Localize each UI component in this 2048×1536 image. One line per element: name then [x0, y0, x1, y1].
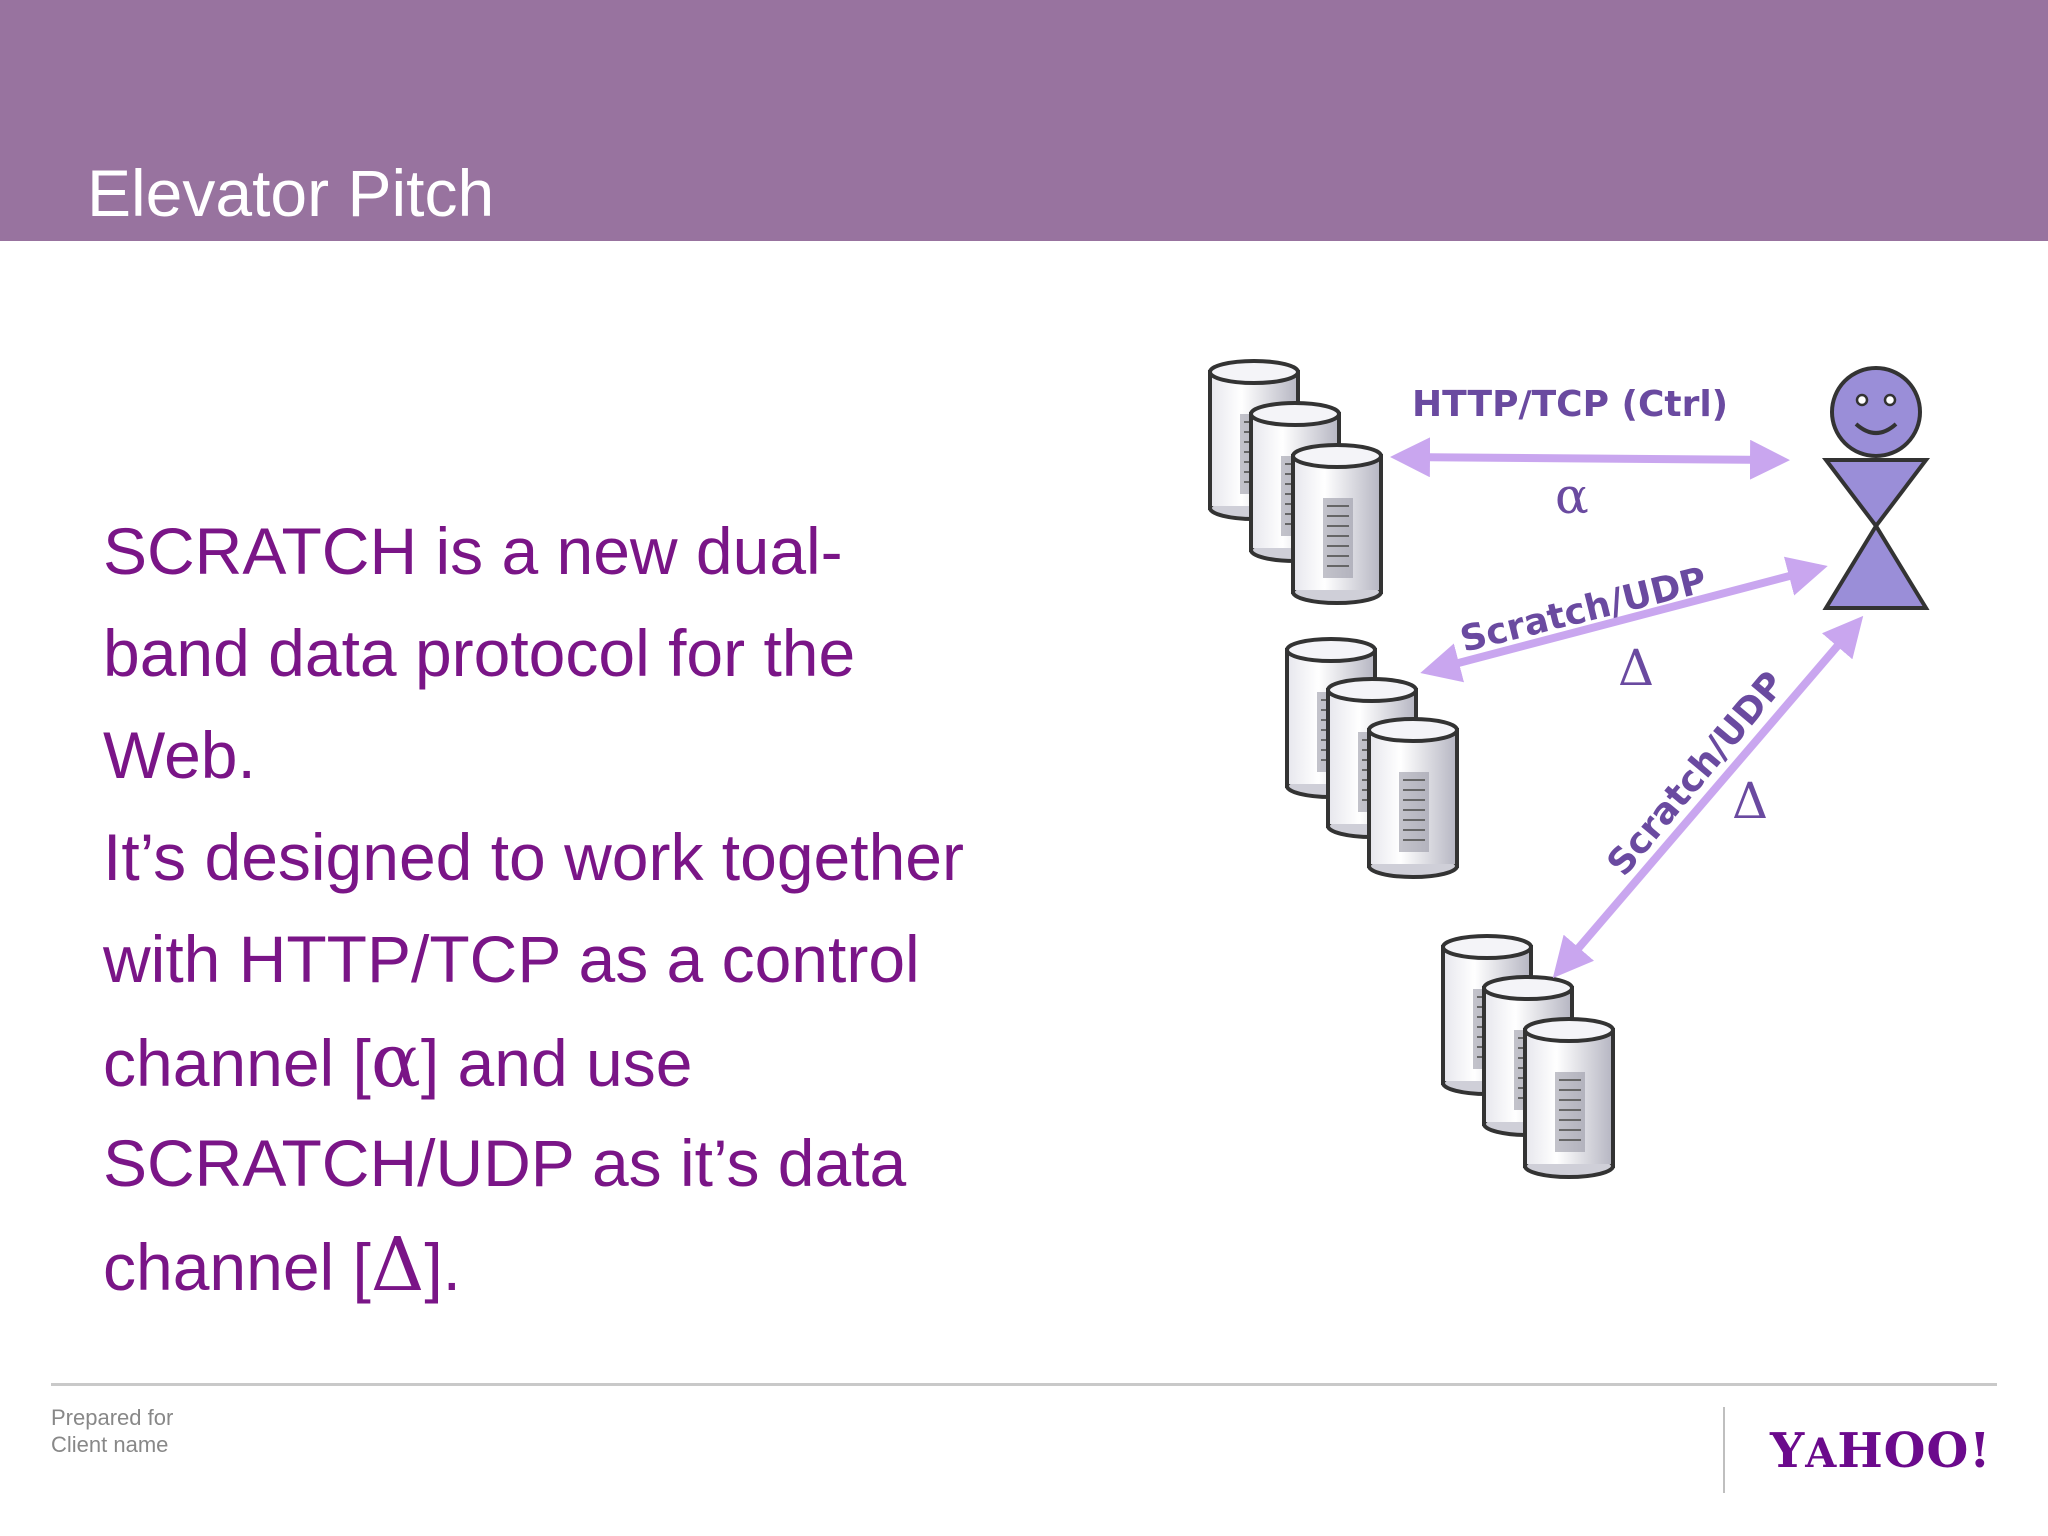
body-line-8: channel [Δ].	[103, 1214, 1063, 1316]
title-bar: Elevator Pitch	[0, 0, 2048, 241]
delta-arrow-symbol-lower: Δ	[1732, 772, 1768, 830]
body-line-3: Web.	[103, 718, 256, 792]
body-text: SCRATCH is a new dual- band data protoco…	[103, 500, 1063, 1316]
body-line-2: band data protocol for the	[103, 616, 856, 690]
server-stack-middle-icon	[1285, 637, 1459, 879]
footer-vertical-divider	[1723, 1407, 1725, 1493]
protocol-diagram: HTTP/TCP (Ctrl) α Scratch/UDP Δ Scratch/…	[1208, 359, 1931, 1179]
line8-suffix: ].	[424, 1230, 462, 1304]
footer-divider	[51, 1383, 1997, 1386]
slide-title: Elevator Pitch	[87, 156, 495, 230]
server-stack-top-icon	[1208, 359, 1383, 605]
body-line-1: SCRATCH is a new dual-	[103, 514, 843, 588]
scratch-udp-arrow-lower	[1552, 615, 1864, 979]
http-tcp-arrow	[1390, 437, 1790, 480]
delta-symbol: Δ	[370, 1222, 425, 1308]
alpha-arrow-symbol: α	[1555, 467, 1589, 525]
body-line-6: channel [α] and use	[103, 1010, 1063, 1112]
logo-rest: HOO!	[1837, 1423, 1992, 1479]
body-line-5: with HTTP/TCP as a control	[103, 922, 920, 996]
logo-a: A	[1805, 1430, 1838, 1477]
body-line-7: SCRATCH/UDP as it’s data	[103, 1126, 907, 1200]
yahoo-logo: YAHOO!	[1770, 1423, 1991, 1479]
line6-suffix: ] and use	[420, 1026, 693, 1100]
delta-arrow-symbol-middle: Δ	[1618, 639, 1654, 697]
line8-prefix: channel [	[103, 1230, 371, 1304]
line6-prefix: channel [	[103, 1026, 371, 1100]
http-tcp-label: HTTP/TCP (Ctrl)	[1412, 384, 1728, 425]
body-line-4: It’s designed to work together	[103, 820, 964, 894]
footer-line-1: Prepared for	[51, 1405, 174, 1430]
server-stack-bottom-icon	[1441, 934, 1615, 1179]
logo-y: Y	[1770, 1423, 1806, 1479]
footer-prepared-for: Prepared for Client name	[51, 1404, 173, 1458]
alpha-symbol: α	[370, 1018, 421, 1104]
user-figure-icon	[1821, 366, 1931, 610]
footer-line-2: Client name	[51, 1432, 169, 1457]
